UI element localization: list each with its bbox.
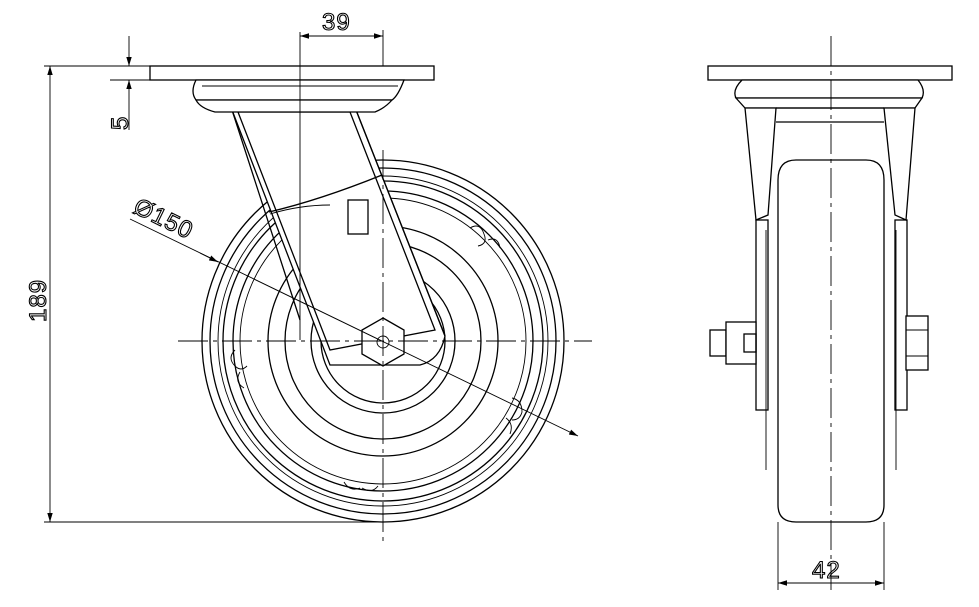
top-plate-front [149, 65, 435, 113]
offset-dimension-label: 39 [322, 9, 351, 36]
front-view [129, 32, 592, 545]
dimension-plate-thickness: 5 [106, 36, 150, 131]
fork-front [231, 109, 446, 366]
total-height-label: 189 [25, 279, 52, 322]
dimension-offset: 39 [300, 8, 384, 66]
rim-notches [230, 225, 523, 491]
dimension-total-height: 189 [24, 65, 383, 523]
side-view [707, 36, 953, 590]
fork-leg-left [744, 107, 777, 221]
axle-side [709, 315, 929, 371]
top-plate-side [707, 65, 953, 81]
dimension-wheel-width: 42 [777, 522, 885, 590]
wheel-diameter-label: Ø150 [129, 193, 197, 245]
plate-thickness-label: 5 [107, 116, 134, 130]
fork-leg-right [883, 107, 916, 221]
wheel-width-label: 42 [812, 557, 841, 584]
wheel-side [765, 159, 897, 523]
